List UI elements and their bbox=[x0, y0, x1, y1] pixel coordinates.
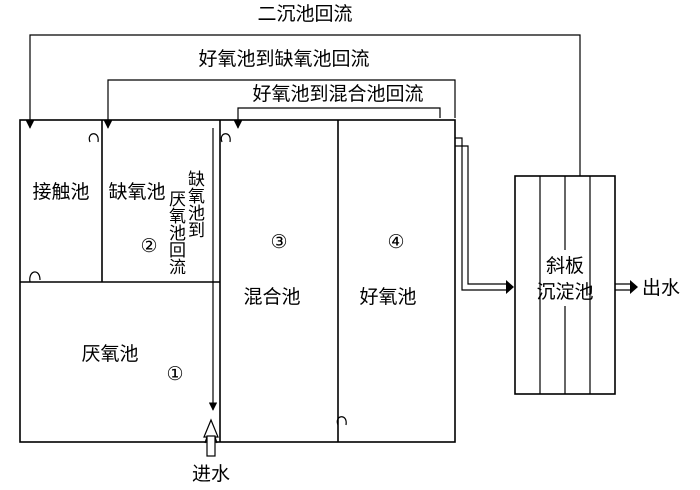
flow-curl-aerobic-bottom bbox=[336, 416, 347, 426]
secondary-clarifier-return-label: 二沉池回流 bbox=[257, 3, 352, 25]
anoxic-to-anaerobic-return-label-col1: 缺氧池到 bbox=[184, 170, 205, 238]
settler-label-bg bbox=[543, 250, 587, 306]
contact-tank-label: 接触池 bbox=[32, 181, 89, 203]
mixing-tank-number: ③ bbox=[270, 231, 287, 253]
aerobic-tank-label: 好氧池 bbox=[359, 286, 416, 308]
flow-curl-contact-left bbox=[29, 271, 41, 283]
anoxic-to-anaerobic-return-label-col2: 厌氧池回流 bbox=[165, 190, 186, 275]
anaerobic-tank-label: 厌氧池 bbox=[81, 343, 138, 365]
aerobic-to-anoxic-return-line bbox=[103, 79, 456, 129]
flow-curl-mixing-top bbox=[220, 133, 231, 143]
aerobic-to-anoxic-return-label: 好氧池到缺氧池回流 bbox=[198, 48, 369, 70]
settler-label-line2: 沉淀池 bbox=[536, 281, 593, 303]
aerobic-to-mixing-return-label: 好氧池到混合池回流 bbox=[252, 83, 423, 105]
anoxic-tank-label: 缺氧池 bbox=[108, 181, 165, 203]
outlet-label: 出水 bbox=[642, 277, 680, 299]
settler-label-line1: 斜板 bbox=[546, 255, 584, 277]
mixing-tank-label: 混合池 bbox=[243, 286, 300, 308]
secondary-clarifier-return-line bbox=[25, 34, 581, 176]
aerobic-tank-number: ④ bbox=[387, 231, 404, 253]
anoxic-tank-number: ② bbox=[140, 235, 157, 257]
flow-curl-anoxic-top bbox=[88, 133, 99, 143]
pipe-to-settler bbox=[455, 137, 514, 294]
inlet-label: 进水 bbox=[192, 463, 230, 485]
main-basin bbox=[19, 119, 456, 443]
inlet-arrow bbox=[203, 418, 219, 457]
outlet-arrow bbox=[615, 280, 638, 294]
anaerobic-tank-number: ① bbox=[166, 363, 183, 385]
aerobic-to-mixing-return-line bbox=[233, 107, 441, 129]
inclined-plate-settler bbox=[514, 175, 616, 395]
